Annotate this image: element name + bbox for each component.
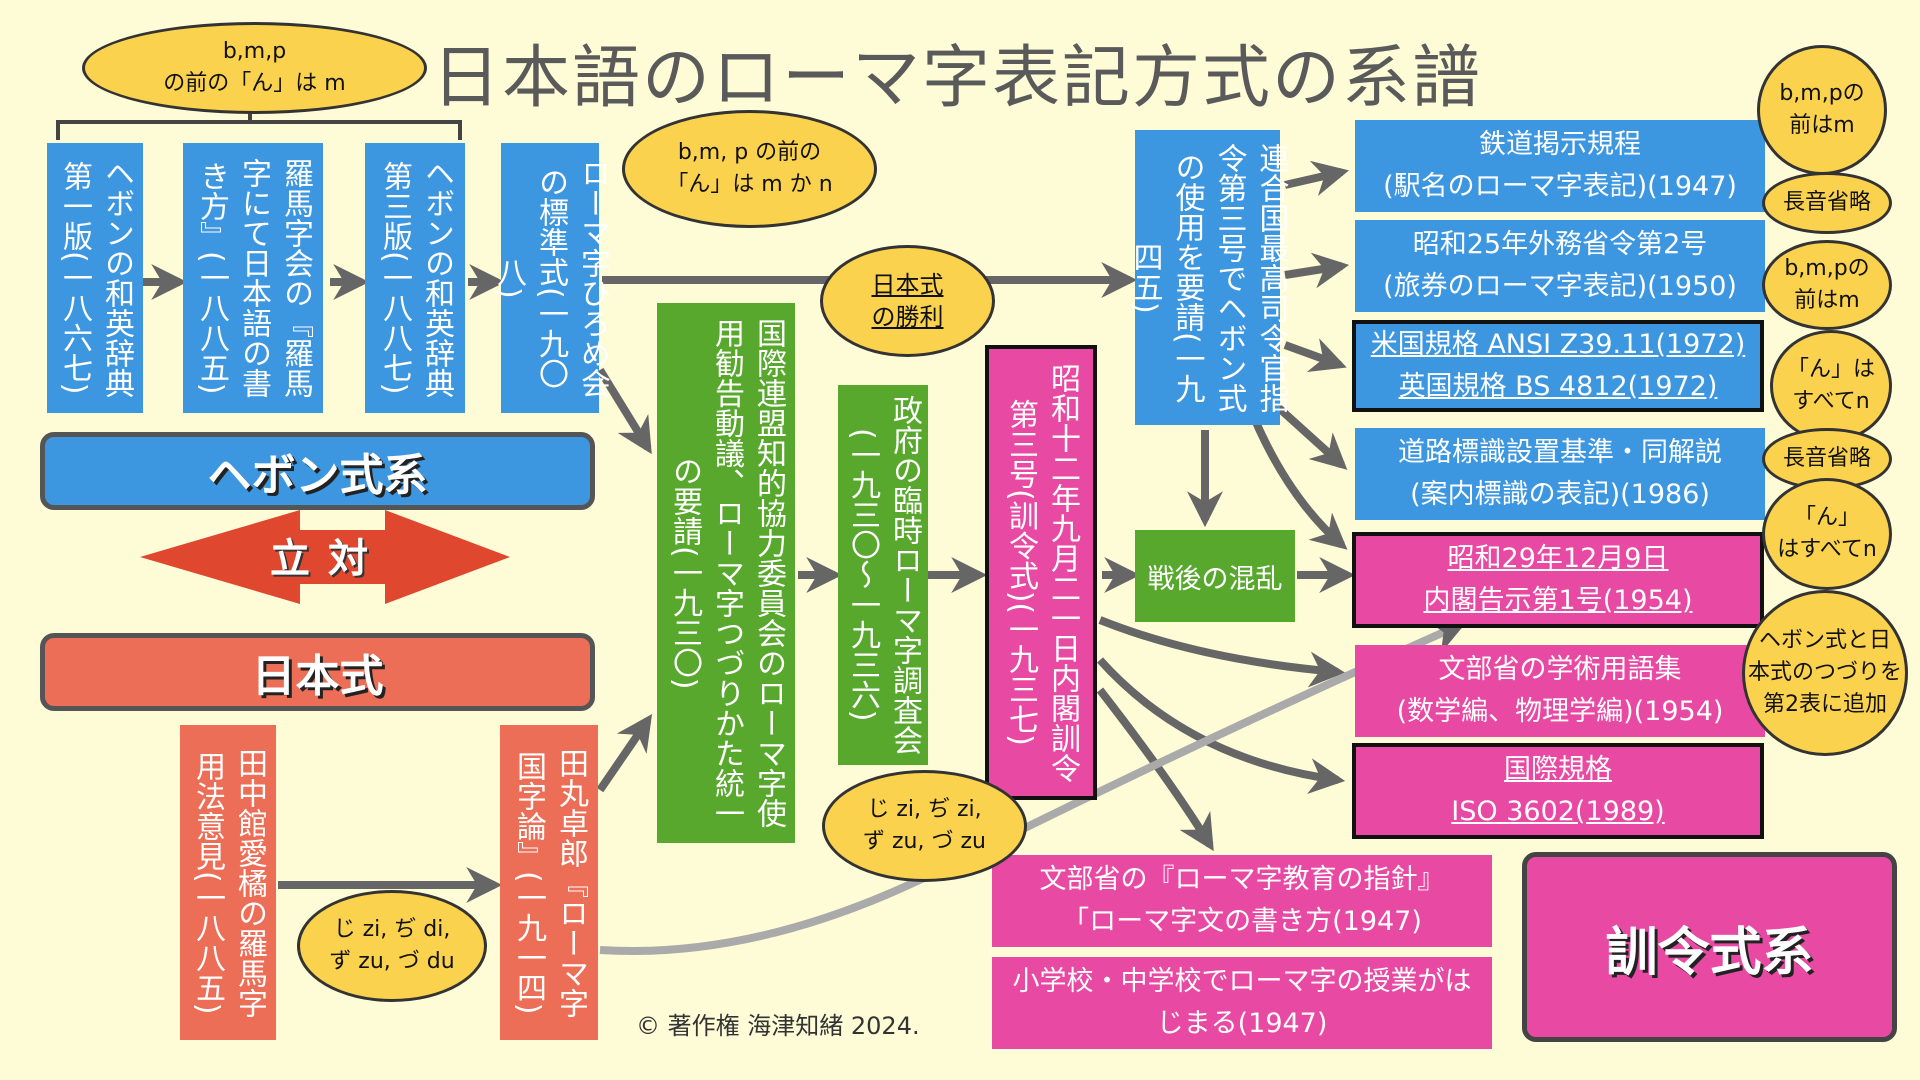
bubble-top-left-l1: b,m,p [222,39,287,64]
kunrei-system-label: 訓令式系 [1522,852,1897,1042]
bubble-right-4: 「ん」はすべてn [1770,330,1892,442]
school-line2: じまる(1947) [1156,1008,1328,1039]
bubble-right-7-l3: 第2表に追加 [1762,692,1887,717]
cabinet-notice-line1: 昭和29年12月9日 [1447,543,1669,574]
road-sign-line2: (案内標識の表記)(1986) [1410,479,1710,510]
arrow-ghq-to-road [1267,397,1348,470]
bubble-right-2: 長音省略 [1762,172,1892,234]
ansi-bs-box: 米国規格 ANSI Z39.11(1972) 英国規格 BS 4812(1972… [1352,320,1764,412]
bubble-victory-l1: 日本式 [871,271,944,299]
passport-box: 昭和25年外務省令第2号 (旅券のローマ字表記)(1950) [1355,220,1765,312]
gakujutsu-box: 文部省の学術用語集 (数学編、物理学編)(1954) [1355,645,1765,737]
opposition-arrow [140,510,510,604]
hepburn-box-hiromekai: ローマ字ひろめ会の標準式(一九〇八) [491,143,610,413]
iso-line2: ISO 3602(1989) [1451,796,1665,827]
bubble-right-4-l1: 「ん」は [1786,357,1875,382]
bubble-right-3-l1: b,m,pの [1784,256,1870,281]
cabinet-notice-line2: 内閣告示第1号(1954) [1423,585,1693,616]
railway-box: 鉄道掲示規程 (駅名のローマ字表記)(1947) [1355,120,1765,212]
bubble-right-1-l2: 前はm [1789,113,1855,138]
bubble-right-1: b,m,pの前はm [1757,45,1887,175]
bubble-right-5-l1: 長音省略 [1782,446,1871,471]
education-line2: 「ローマ字文の書き方(1947) [1062,906,1422,937]
bubble-right-2-l1: 長音省略 [1782,190,1871,215]
tamaru-box: 田丸卓郎『ローマ字国字論』(一九一四) [500,725,598,1040]
iso-box: 国際規格 ISO 3602(1989) [1352,743,1764,839]
bubble-right-6-l1: 「ん」 [1793,505,1860,530]
tanakadate-box: 田中館愛橘の羅馬字用法意見(一八八五) [180,725,276,1040]
copyright-notice: © 著作権 海津知緒 2024. [636,1012,920,1040]
arrow-hiromekai-to-league [596,367,652,455]
gakujutsu-line2: (数学編、物理学編)(1954) [1396,696,1724,727]
bubble-right-7-l2: 本式のつづりを [1747,660,1902,685]
gakujutsu-line1: 文部省の学術用語集 [1438,654,1682,685]
arrow-kunrei-to-gakujutsu [1098,616,1346,688]
bubble-hiromekai-l1: b,m, p の前の [677,140,822,165]
railway-line2: (駅名のローマ字表記)(1947) [1383,171,1737,202]
hepburn-system-label: ヘボン式系 [40,432,595,510]
ansi-line: 米国規格 ANSI Z39.11(1972) [1370,329,1746,360]
hepburn-box-3: ヘボンの和英辞典第三版(一八八七) [365,143,465,413]
bubble-right-7: ヘボン式と日本式のつづりを第2表に追加 [1742,590,1908,756]
education-guideline-box: 文部省の『ローマ字教育の指針』 「ローマ字文の書き方(1947) [992,855,1492,947]
bubble-tanakadate-note: じ zi, ぢ di, ず zu, づ du [297,890,487,1002]
bubble-right-6-l2: はすべてn [1777,537,1877,562]
arrow-tamaru-to-league [596,714,653,793]
nihon-system-label: 日本式 [40,633,595,711]
bubble-victory-l2: の勝利 [871,303,944,331]
kunrei-box: 昭和十二年九月二一日内閣訓令第三号(訓令式)(一九三七) [985,345,1097,800]
bubble-kunrei-note: じ zi, ぢ zi, ず zu, づ zu [822,770,1027,882]
road-sign-box: 道路標識設置基準・同解説 (案内標識の表記)(1986) [1355,428,1765,520]
league-box: 国際連盟知的協力委員会のローマ字使用勧告動議、ローマ字つづりかた統一の要請(一九… [657,303,795,843]
bubble-tanakadate-note-l1: じ zi, ぢ di, [333,917,451,942]
iso-line1: 国際規格 [1504,754,1612,785]
bubble-top-left: b,m,p の前の「ん」は m [82,22,427,114]
bubble-hiromekai-l2: 「ん」は m か n [666,172,833,197]
bubble-right-3-l2: 前はm [1794,288,1860,313]
railway-line1: 鉄道掲示規程 [1479,129,1641,160]
bubble-right-6: 「ん」はすべてn [1762,478,1892,590]
passport-line1: 昭和25年外務省令第2号 [1412,229,1708,260]
cabinet-notice-box: 昭和29年12月9日 内閣告示第1号(1954) [1352,532,1764,628]
arrow-ghq-to-kokuji [1251,418,1348,550]
council-box: 政府の臨時ローマ字調査会(一九三〇〜一九三六) [838,385,928,765]
opposition-label: 対立 [263,537,367,577]
education-line1: 文部省の『ローマ字教育の指針』 [1039,864,1445,895]
bubble-kunrei-note-l1: じ zi, ぢ zi, [867,797,982,822]
arrow-ghq-to-rail [1284,160,1350,196]
arrow-kunrei-to-iso [1097,657,1346,794]
passport-line2: (旅券のローマ字表記)(1950) [1383,271,1737,302]
bubble-right-1-l1: b,m,pの [1779,81,1865,106]
road-sign-line1: 道路標識設置基準・同解説 [1398,437,1722,468]
bubble-kunrei-note-l2: ず zu, づ zu [863,829,986,854]
bubble-top-left-l2: の前の「ん」は m [163,71,346,96]
bubble-right-4-l2: すべてn [1792,389,1870,414]
ghq-box: 連合国最高司令官指令第三号でヘボン式の使用を要請(一九四五) [1128,130,1289,425]
bubble-tanakadate-note-l2: ず zu, づ du [329,949,455,974]
bubble-right-7-l1: ヘボン式と日 [1758,628,1891,653]
arrow-kunrei-to-education [1096,687,1214,852]
bubble-hiromekai: b,m, p の前の「ん」は m か n [622,110,877,228]
arrow-ghq-to-ansi [1283,338,1347,373]
school-line1: 小学校・中学校でローマ字の授業がは [1012,966,1472,997]
postwar-confusion-box: 戦後の混乱 [1135,530,1295,622]
school-class-box: 小学校・中学校でローマ字の授業がは じまる(1947) [992,957,1492,1049]
hepburn-box-2: 羅馬字会の『羅馬字にて日本語の書き方』(一八八五) [183,143,323,413]
hepburn-box-1: ヘボンの和英辞典第一版(一八六七) [47,143,143,413]
bs-line: 英国規格 BS 4812(1972) [1398,371,1718,402]
arrow-ghq-to-passport [1284,252,1350,289]
page-title: 日本語のローマ字表記方式の系譜 [432,39,1483,118]
bubble-victory: 日本式の勝利 [820,245,995,357]
bubble-right-3: b,m,pの前はm [1762,240,1892,330]
